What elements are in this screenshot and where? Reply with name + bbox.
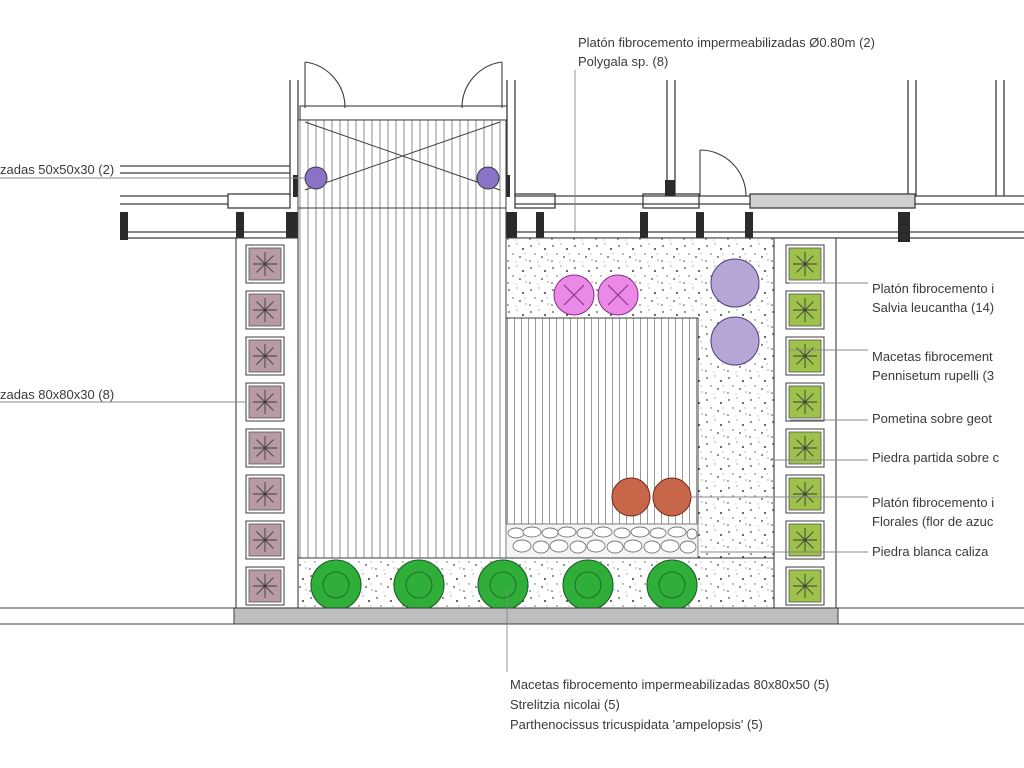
white-stone-band bbox=[505, 523, 699, 559]
label-pennisetum-line2: Pennisetum rupelli (3 bbox=[872, 368, 995, 383]
left-planter-box bbox=[245, 336, 285, 376]
strelitzia-planters bbox=[310, 559, 698, 611]
label-strelitzia-line3: Parthenocissus tricuspidata 'ampelopsis'… bbox=[510, 717, 763, 732]
floral-plants bbox=[611, 477, 692, 517]
salvia-plants bbox=[710, 258, 760, 366]
strelitzia-tree bbox=[477, 559, 529, 611]
strelitzia-tree bbox=[646, 559, 698, 611]
bottom-gravel-strip bbox=[297, 557, 775, 609]
leader-lines bbox=[0, 70, 868, 672]
right-planter-box bbox=[785, 520, 825, 560]
right-planter-box bbox=[785, 336, 825, 376]
polygala-plants bbox=[304, 166, 500, 190]
label-strelitzia-line1: Macetas fibrocemento impermeabilizadas 8… bbox=[510, 677, 830, 692]
right-planter-box bbox=[785, 290, 825, 330]
building-walls bbox=[120, 80, 1024, 239]
left-planter-box bbox=[245, 428, 285, 468]
wooden-deck bbox=[297, 119, 507, 561]
right-planter-box bbox=[785, 474, 825, 514]
ground-line bbox=[0, 607, 1024, 625]
left-planter-box bbox=[245, 290, 285, 330]
label-macetas-80: zadas 80x80x30 (8) bbox=[0, 387, 115, 402]
left-planter-box bbox=[245, 382, 285, 422]
label-piedra-partida: Piedra partida sobre c bbox=[872, 450, 1000, 465]
label-macetas-50: zadas 50x50x30 (2) bbox=[0, 162, 115, 177]
left-planters bbox=[245, 244, 285, 606]
label-florales-line2: Florales (flor de azuc bbox=[872, 514, 994, 529]
label-salvia-line2: Salvia leucantha (14) bbox=[872, 300, 995, 315]
right-planter-box bbox=[785, 382, 825, 422]
label-florales-line1: Platón fibrocemento i bbox=[872, 495, 995, 510]
strelitzia-tree bbox=[562, 559, 614, 611]
label-platon-polygala-line2: Polygala sp. (8) bbox=[578, 54, 669, 69]
wall-columns bbox=[120, 175, 910, 242]
right-planters bbox=[785, 244, 825, 606]
magenta-flower-plants bbox=[553, 274, 639, 316]
strelitzia-tree bbox=[310, 559, 362, 611]
left-planter-box bbox=[245, 244, 285, 284]
strelitzia-tree bbox=[393, 559, 445, 611]
left-planter-box bbox=[245, 566, 285, 606]
label-piedra-blanca: Piedra blanca caliza bbox=[872, 544, 989, 559]
label-strelitzia-line2: Strelitzia nicolai (5) bbox=[510, 697, 620, 712]
label-pometina: Pometina sobre geot bbox=[872, 411, 992, 426]
doors bbox=[299, 61, 747, 197]
right-planter-box bbox=[785, 244, 825, 284]
label-pennisetum-line1: Macetas fibrocement bbox=[872, 349, 993, 364]
right-planter-box bbox=[785, 428, 825, 468]
left-planter-box bbox=[245, 520, 285, 560]
right-planter-box bbox=[785, 566, 825, 606]
label-platon-polygala-line1: Platón fibrocemento impermeabilizadas Ø0… bbox=[578, 35, 875, 50]
left-planter-box bbox=[245, 474, 285, 514]
label-salvia-line1: Platón fibrocemento i bbox=[872, 281, 995, 296]
deck-cross bbox=[298, 121, 506, 209]
